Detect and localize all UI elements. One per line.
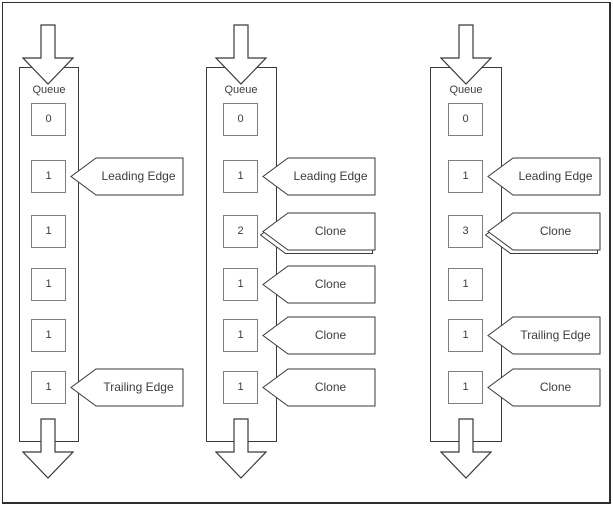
- queue-label: Queue: [449, 84, 483, 96]
- left-pennant-icon: [262, 265, 376, 304]
- callout-text: Clone: [314, 277, 347, 291]
- callout-text: Trailing Edge: [520, 328, 591, 342]
- queue-label: Queue: [224, 84, 258, 96]
- callout-leading-edge: Leading Edge: [485, 157, 603, 203]
- queue-cell: 1: [223, 160, 258, 193]
- left-pennant-icon: [487, 368, 601, 407]
- callout-text: Leading Edge: [293, 169, 368, 183]
- left-pennant-icon: [262, 316, 376, 355]
- queue-cell: 1: [31, 160, 66, 193]
- queue-cell: 1: [448, 268, 483, 301]
- queue-label: Queue: [32, 84, 66, 96]
- queue-cell: 0: [448, 103, 483, 136]
- left-pennant-icon: [262, 368, 376, 407]
- left-pennant-icon: [70, 157, 184, 196]
- queue-cell: 2: [223, 215, 258, 248]
- left-pennant-stacked-icon: [260, 212, 376, 254]
- left-pennant-icon: [70, 368, 184, 407]
- callout-clone: Clone: [260, 316, 378, 362]
- queue-cell: 1: [448, 160, 483, 193]
- callout-clone: Clone: [260, 265, 378, 311]
- down-arrow-icon: [440, 24, 492, 85]
- down-arrow-icon: [22, 418, 74, 479]
- callout-text: Clone: [539, 380, 572, 394]
- left-pennant-icon: [487, 316, 601, 355]
- callout-clone: Clone: [260, 368, 378, 414]
- queue-cell: 0: [223, 103, 258, 136]
- left-pennant-icon: [262, 157, 376, 196]
- callout-text: Clone: [539, 224, 572, 238]
- callout-text: Clone: [314, 380, 347, 394]
- queue-cell: 1: [31, 319, 66, 352]
- queue-cell: 1: [31, 215, 66, 248]
- down-arrow-icon: [440, 418, 492, 479]
- queue-cell: 3: [448, 215, 483, 248]
- queue-cell: 1: [31, 371, 66, 404]
- callout-trailing-edge: Trailing Edge: [485, 316, 603, 362]
- queue-cell: 1: [448, 371, 483, 404]
- callout-text: Leading Edge: [518, 169, 593, 183]
- queue-cell: 1: [223, 371, 258, 404]
- down-arrow-icon: [22, 24, 74, 85]
- callout-text: Clone: [314, 224, 347, 238]
- callout-trailing-edge: Trailing Edge: [68, 368, 186, 414]
- left-pennant-icon: [487, 157, 601, 196]
- callout-text: Leading Edge: [101, 169, 176, 183]
- callout-text: Clone: [314, 328, 347, 342]
- left-pennant-stacked-icon: [485, 212, 601, 254]
- down-arrow-icon: [215, 418, 267, 479]
- queue-cell: 1: [448, 319, 483, 352]
- callout-clone-stacked: Clone: [485, 212, 603, 258]
- callout-leading-edge: Leading Edge: [260, 157, 378, 203]
- callout-text: Trailing Edge: [103, 380, 174, 394]
- callout-leading-edge: Leading Edge: [68, 157, 186, 203]
- queue-cell: 1: [223, 268, 258, 301]
- down-arrow-icon: [215, 24, 267, 85]
- queue-cell: 1: [31, 268, 66, 301]
- queue-cell: 1: [223, 319, 258, 352]
- callout-clone-stacked: Clone: [260, 212, 378, 258]
- queue-cell: 0: [31, 103, 66, 136]
- callout-clone: Clone: [485, 368, 603, 414]
